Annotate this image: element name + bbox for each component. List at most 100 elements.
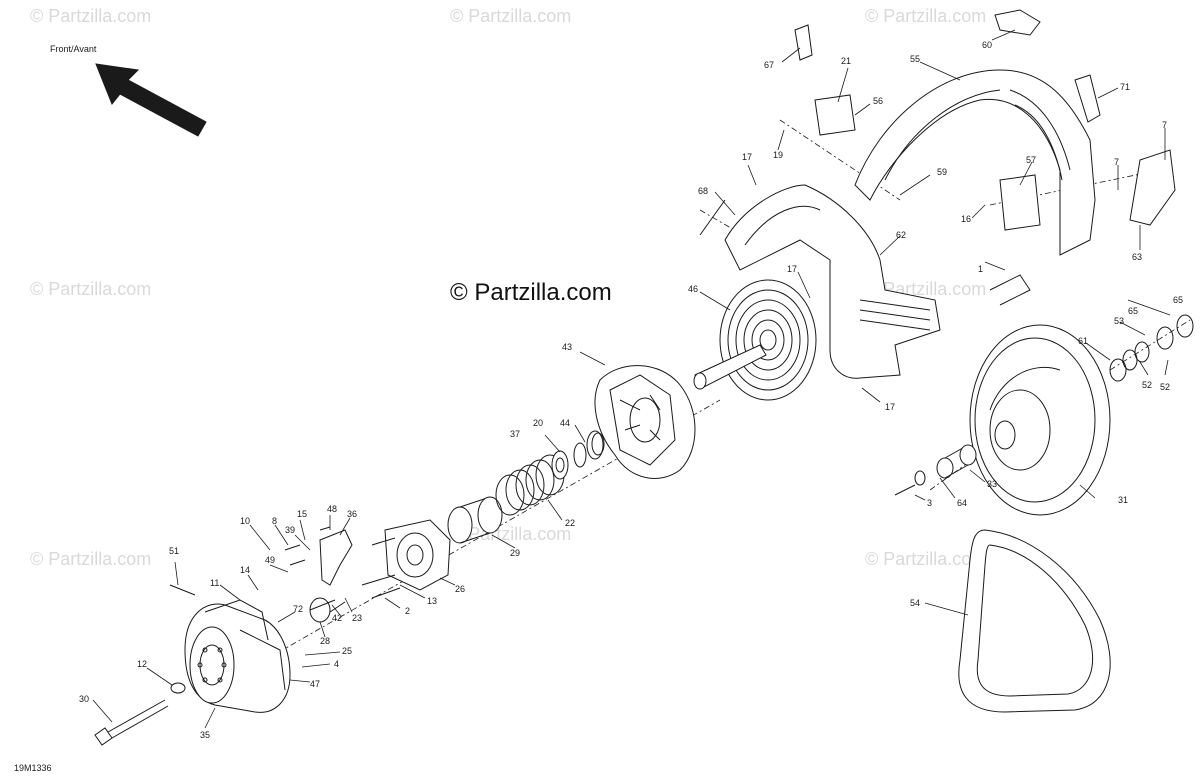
callout-36: 36 [347,509,357,519]
washer [914,470,926,486]
callout-20: 20 [533,418,543,428]
watermark: © Partzilla.com [30,549,151,569]
hair-pin [989,274,1031,306]
bolts-small [169,526,401,599]
drawing-code: 19M1336 [14,763,52,773]
callout-68: 68 [698,186,708,196]
drive-pulley-housing [184,599,291,713]
callout-61: 61 [1078,336,1088,346]
callout-7b: 7 [1114,157,1119,167]
callout-60: 60 [982,40,992,50]
watermark: © Partzilla.com [30,279,151,299]
bushing-sleeve [447,496,503,544]
callout-72: 72 [293,604,303,614]
watermark: © Partzilla.com [450,6,571,26]
callout-52a: 52 [1160,382,1170,392]
callout-57: 57 [1026,155,1036,165]
callout-numbers: 1 2 3 4 7 7 8 10 11 12 13 14 15 16 17 17… [79,40,1183,740]
watermarks: © Partzilla.com © Partzilla.com © Partzi… [30,6,986,569]
callout-1: 1 [978,264,983,274]
copyright-text: © Partzilla.com [450,279,612,306]
callout-12: 12 [137,659,147,669]
callout-47: 47 [310,679,320,689]
callout-65a: 65 [1173,295,1183,305]
watermark: © Partzilla.com [450,524,571,544]
callout-43: 43 [562,342,572,352]
callout-51: 51 [169,546,179,556]
callout-8: 8 [272,516,277,526]
callout-31: 31 [1118,495,1128,505]
callout-37: 37 [510,429,520,439]
callout-22: 22 [565,518,575,528]
spring-washer [551,450,569,480]
latch-clip [994,9,1041,36]
watermark: © Partzilla.com [865,549,986,569]
retaining-rings [573,430,605,468]
callout-55: 55 [910,54,920,64]
callout-52b: 52 [1142,380,1152,390]
washer [170,682,186,694]
callout-59: 59 [937,167,947,177]
tie-strap [699,199,726,236]
sliding-sheave [594,365,696,479]
direction-label: Front/Avant [50,44,97,54]
drive-belt [958,529,1111,713]
callout-65b: 65 [1128,306,1138,316]
callout-17a: 17 [742,152,752,162]
callout-42: 42 [332,613,342,623]
callout-67: 67 [764,60,774,70]
callout-26: 26 [455,584,465,594]
callout-16: 16 [961,214,971,224]
callout-15: 15 [297,509,307,519]
callout-71: 71 [1120,82,1130,92]
callout-44: 44 [560,418,570,428]
callout-48: 48 [327,504,337,514]
driven-spacer [936,444,977,479]
cam-arm [319,529,353,586]
callout-33: 33 [987,479,997,489]
watermark: © Partzilla.com [865,6,986,26]
callout-23: 23 [352,613,362,623]
callout-53: 53 [1114,316,1124,326]
callout-28: 28 [320,636,330,646]
callout-17c: 17 [885,402,895,412]
callout-49: 49 [265,555,275,565]
foam-strip [1074,74,1101,123]
callout-17b: 17 [787,264,797,274]
callout-29: 29 [510,548,520,558]
callout-25: 25 [342,646,352,656]
spider-assembly [384,519,451,591]
callout-2: 2 [405,606,410,616]
callout-11: 11 [210,578,219,588]
bolt [894,484,916,496]
callout-3: 3 [927,498,932,508]
callout-46: 46 [688,284,698,294]
callout-35: 35 [200,730,210,740]
callout-64: 64 [957,498,967,508]
callout-19: 19 [773,150,783,160]
inner-cover [724,184,941,379]
callout-62: 62 [896,230,906,240]
shim-stack [1109,314,1194,382]
front-arrow-icon [95,63,207,137]
callout-4: 4 [334,659,339,669]
callout-13: 13 [427,596,437,606]
long-bolt [94,699,169,746]
callout-39: 39 [285,525,295,535]
callout-56: 56 [873,96,883,106]
callout-54: 54 [910,598,920,608]
fixed-sheave [693,279,817,401]
driven-pulley [969,324,1111,516]
callout-63: 63 [1132,252,1142,262]
callout-7: 7 [1162,120,1167,130]
callout-14: 14 [240,565,250,575]
leader-lines [92,29,1171,729]
callout-30: 30 [79,694,89,704]
belt-guard [854,69,1096,256]
bracket [814,94,856,136]
callout-10: 10 [240,516,250,526]
rubber-pad [794,24,813,61]
latch-bracket [1129,149,1176,226]
plate [999,174,1041,231]
